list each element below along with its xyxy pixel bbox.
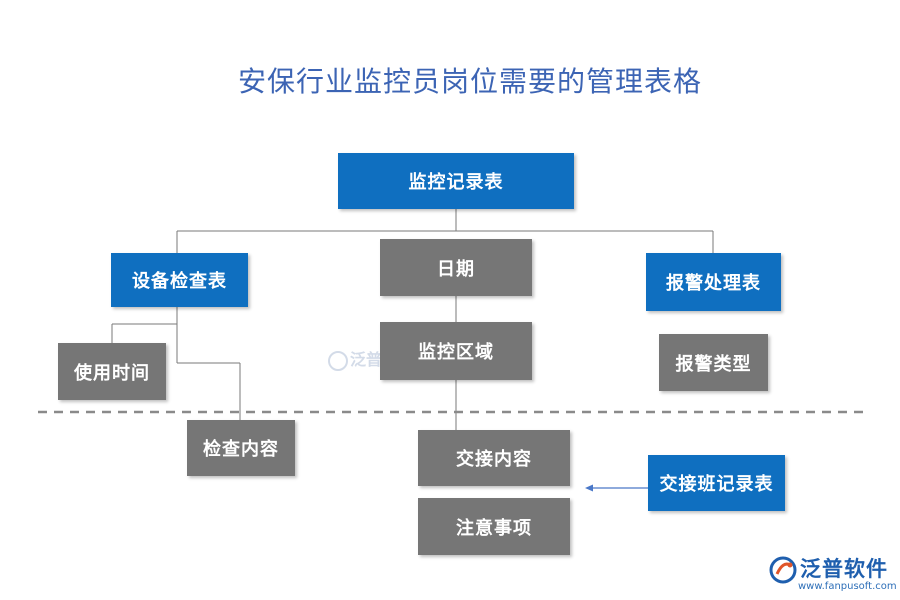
- brand-logo-name: 泛普软件: [800, 557, 888, 581]
- node-handover-record-label: 交接班记录表: [659, 474, 774, 495]
- node-equipment-check: 设备检查表: [111, 253, 248, 307]
- node-check-content: 检查内容: [187, 420, 295, 476]
- watermark-text: 泛普: [350, 350, 383, 369]
- node-equipment-check-label: 设备检查表: [132, 271, 227, 292]
- node-alarm-type: 报警类型: [659, 334, 768, 391]
- node-handover-record: 交接班记录表: [648, 455, 785, 511]
- page-title: 安保行业监控员岗位需要的管理表格: [237, 65, 702, 98]
- watermark: 泛普: [328, 346, 382, 371]
- node-alarm-handling: 报警处理表: [646, 253, 781, 311]
- node-date: 日期: [380, 239, 532, 296]
- node-notes: 注意事项: [418, 498, 570, 555]
- node-usage-time-label: 使用时间: [74, 362, 150, 384]
- node-check-content-label: 检查内容: [203, 439, 279, 460]
- node-alarm-handling-label: 报警处理表: [666, 273, 761, 294]
- brand-logo-icon: [769, 556, 797, 584]
- node-monitoring-record-label: 监控记录表: [408, 172, 504, 193]
- node-date-label: 日期: [437, 258, 475, 280]
- node-notes-label: 注意事项: [456, 517, 532, 539]
- node-handover-content: 交接内容: [418, 430, 570, 486]
- node-alarm-type-label: 报警类型: [675, 353, 752, 375]
- node-monitor-area-label: 监控区域: [418, 342, 494, 363]
- brand-logo-url: www.fanpusoft.com: [798, 581, 897, 592]
- watermark-logo-icon: [328, 350, 348, 371]
- node-usage-time: 使用时间: [58, 343, 166, 400]
- node-monitor-area: 监控区域: [380, 322, 532, 380]
- node-handover-content-label: 交接内容: [456, 449, 532, 470]
- brand-logo: 泛普软件 www.fanpusoft.com: [768, 553, 898, 598]
- node-monitoring-record: 监控记录表: [338, 153, 574, 209]
- arrow-head-icon: [585, 484, 593, 492]
